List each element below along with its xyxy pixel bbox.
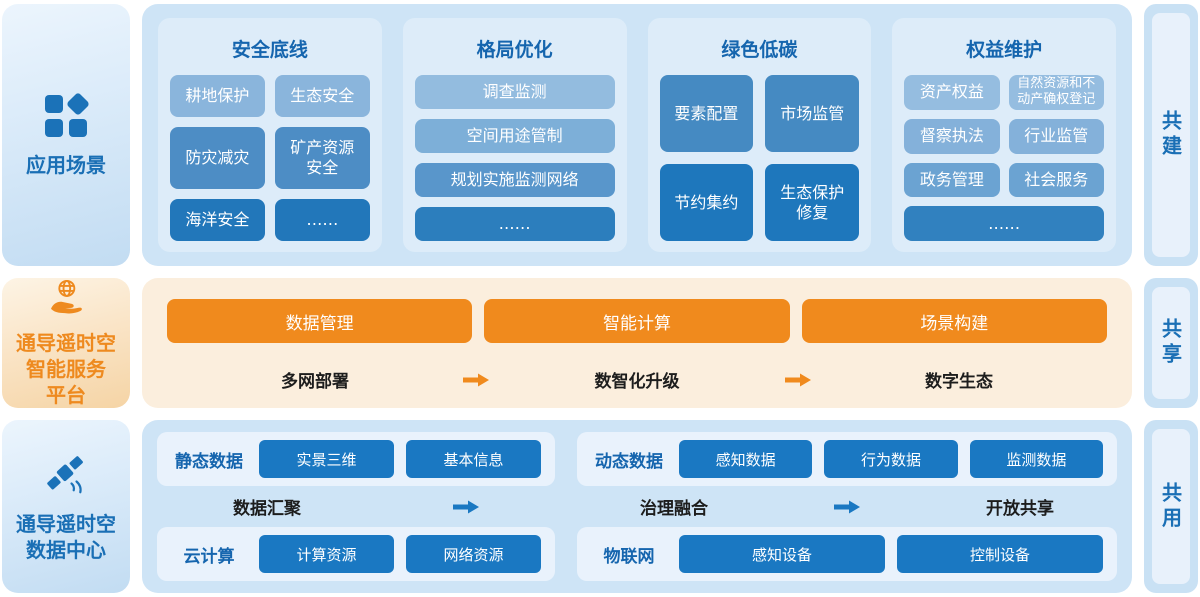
scenario-item: 督察执法 xyxy=(904,118,1000,154)
iot-group: 物联网 感知设备 控制设备 xyxy=(577,527,1117,581)
platform-flow-step: 多网部署 xyxy=(281,372,349,392)
platform-flow-step: 数字生态 xyxy=(925,372,993,392)
sidebar-block-datacenter: 通导遥时空 数据中心 xyxy=(2,420,130,593)
dc-button-monitoring-data: 监测数据 xyxy=(969,440,1103,478)
satellite-icon xyxy=(47,455,83,493)
scenario-item: 市场监管 xyxy=(765,75,860,152)
sidebar-title-datacenter: 通导遥时空 数据中心 xyxy=(16,511,116,562)
scenario-item: 矿产资源 安全 xyxy=(274,127,370,189)
scenario-item: 自然资源和不 动产确权登记 xyxy=(1008,75,1104,110)
static-data-group: 静态数据 实景三维 基本信息 xyxy=(157,432,555,486)
app-grid-icon xyxy=(45,93,89,137)
scenario-item: 政务管理 xyxy=(904,162,1000,198)
side-strip-inner: 共建 xyxy=(1152,13,1190,257)
cloud-computing-label: 云计算 xyxy=(183,546,235,567)
scenario-item: 社会服务 xyxy=(1008,162,1104,198)
scenario-column-security: 安全底线 耕地保护 生态安全 防灾减灾 矿产资源 安全 海洋安全 …… xyxy=(158,18,382,252)
dc-button-perception-devices: 感知设备 xyxy=(679,535,885,573)
dc-button-computing-resources: 计算资源 xyxy=(259,535,394,573)
iot-label: 物联网 xyxy=(603,546,655,567)
dynamic-data-group: 动态数据 感知数据 行为数据 监测数据 xyxy=(577,432,1117,486)
datacenter-right-half: 动态数据 感知数据 行为数据 监测数据 治理融合 开放共享 物联网 感知设备 控… xyxy=(577,432,1117,581)
dc-flow-step: 数据汇聚 xyxy=(233,499,301,519)
dc-button-network-resources: 网络资源 xyxy=(406,535,541,573)
sidebar-title-platform: 通导遥时空 智能服务 平台 xyxy=(16,331,116,407)
scenario-item: 耕地保护 xyxy=(170,75,265,117)
side-label-build: 共建 xyxy=(1158,110,1183,160)
flow-arrow-icon xyxy=(785,373,811,386)
dc-button-control-devices: 控制设备 xyxy=(897,535,1103,573)
dc-button-basic-info: 基本信息 xyxy=(406,440,541,478)
scenario-item: 节约集约 xyxy=(659,164,754,241)
sidebar-block-scenarios: 应用场景 xyxy=(2,4,130,266)
scenario-item: 资产权益 xyxy=(904,75,1000,110)
scenario-item-ellipsis: …… xyxy=(414,207,615,241)
datacenter-left-half: 静态数据 实景三维 基本信息 数据汇聚 云计算 计算资源 网络资源 xyxy=(157,432,555,581)
scenario-column-title: 绿色低碳 xyxy=(721,39,798,61)
dc-button-reality-3d: 实景三维 xyxy=(259,440,394,478)
dc-button-behavior-data: 行为数据 xyxy=(824,440,958,478)
flow-arrow-icon xyxy=(834,500,860,513)
scenario-item: 要素配置 xyxy=(659,75,754,152)
dc-flow-step: 开放共享 xyxy=(986,499,1054,519)
dc-flow-step: 治理融合 xyxy=(640,499,708,519)
sidebar-block-platform: 通导遥时空 智能服务 平台 xyxy=(2,278,130,408)
platform-button-data-management: 数据管理 xyxy=(167,299,473,343)
side-strip-inner: 共享 xyxy=(1152,287,1190,399)
side-label-share: 共享 xyxy=(1158,318,1183,368)
scenario-item: 防灾减灾 xyxy=(170,127,265,189)
platform-flow-step: 数智化升级 xyxy=(594,372,680,392)
scenario-item: 空间用途管制 xyxy=(414,119,615,153)
flow-arrow-icon xyxy=(463,373,489,386)
scenario-item: 生态安全 xyxy=(274,75,370,117)
scenario-column-green: 绿色低碳 要素配置 市场监管 节约集约 生态保护 修复 xyxy=(647,18,872,252)
scenario-column-title: 权益维护 xyxy=(966,39,1043,61)
dc-button-perception-data: 感知数据 xyxy=(679,440,813,478)
scenario-column-pattern: 格局优化 调查监测 空间用途管制 规划实施监测网络 …… xyxy=(402,18,627,252)
scenario-item: 调查监测 xyxy=(414,75,615,109)
side-strip-share: 共享 xyxy=(1144,278,1198,408)
static-data-label: 静态数据 xyxy=(175,451,243,472)
sidebar-title-scenarios: 应用场景 xyxy=(26,153,106,177)
scenario-column-title: 安全底线 xyxy=(231,39,308,61)
scenario-column-title: 格局优化 xyxy=(476,39,553,61)
scenario-item: 生态保护 修复 xyxy=(765,164,860,241)
platform-button-intelligent-computing: 智能计算 xyxy=(484,299,790,343)
flow-arrow-icon xyxy=(453,500,479,513)
side-strip-use: 共用 xyxy=(1144,420,1198,593)
cloud-computing-group: 云计算 计算资源 网络资源 xyxy=(157,527,555,581)
scenario-item-ellipsis: …… xyxy=(274,199,370,241)
globe-hand-icon xyxy=(51,279,82,314)
dynamic-data-label: 动态数据 xyxy=(595,451,663,472)
scenario-item: 海洋安全 xyxy=(170,199,265,241)
side-strip-build: 共建 xyxy=(1144,4,1198,266)
scenario-item: 规划实施监测网络 xyxy=(414,163,615,197)
platform-panel: 数据管理 智能计算 场景构建 多网部署 数智化升级 数字生态 xyxy=(142,278,1132,408)
scenarios-panel: 安全底线 耕地保护 生态安全 防灾减灾 矿产资源 安全 海洋安全 …… 格局优化… xyxy=(142,4,1132,266)
platform-button-scene-building: 场景构建 xyxy=(801,299,1107,343)
scenario-item-ellipsis: …… xyxy=(904,206,1104,241)
side-label-use: 共用 xyxy=(1158,481,1183,532)
scenario-column-rights: 权益维护 资产权益 自然资源和不 动产确权登记 督察执法 行业监管 政务管理 社… xyxy=(892,18,1116,252)
datacenter-panel: 静态数据 实景三维 基本信息 数据汇聚 云计算 计算资源 网络资源 动态数据 感 xyxy=(142,420,1132,593)
side-strip-inner: 共用 xyxy=(1152,429,1190,584)
scenario-item: 行业监管 xyxy=(1008,118,1104,154)
